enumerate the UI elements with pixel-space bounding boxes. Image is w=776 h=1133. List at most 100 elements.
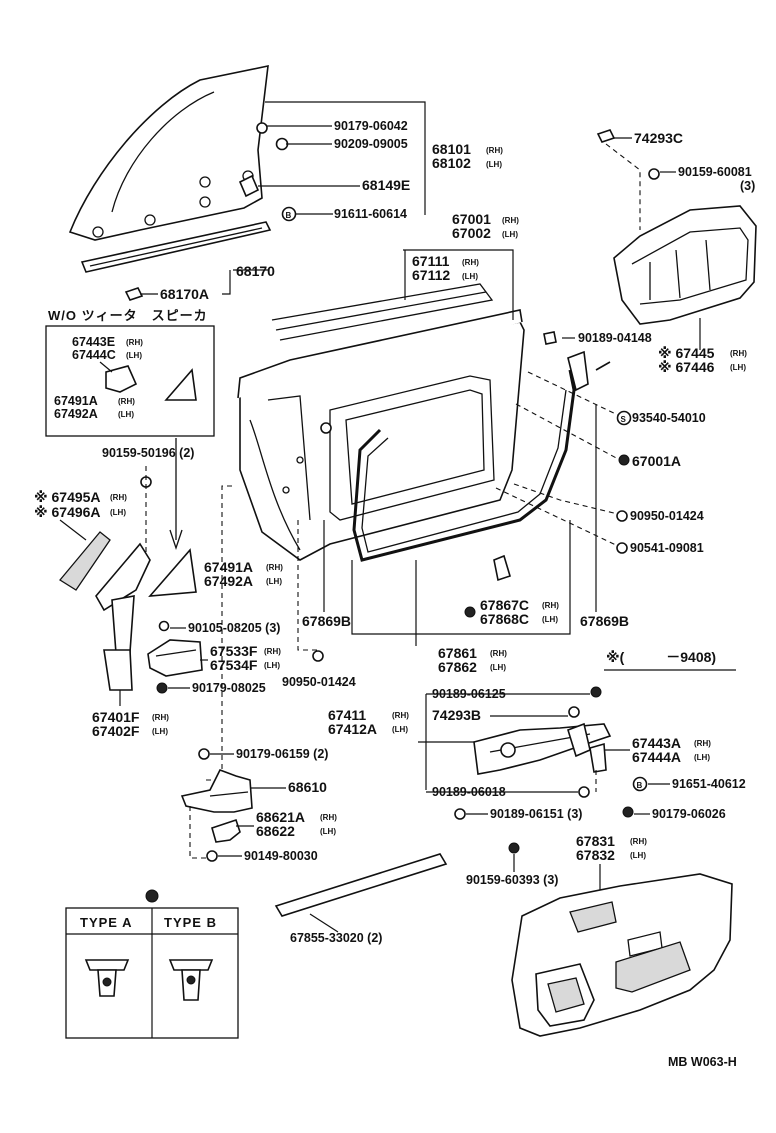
door-trim-illustration (511, 873, 733, 1037)
label-67496A: ※ 67496A (34, 504, 101, 520)
label-67001A: 67001A (632, 453, 681, 469)
label-67867C: 67867C (480, 597, 529, 613)
wo-tweeter-box (45, 325, 215, 437)
label-wo-tweeter: W/O ツィータ スピーカ (48, 308, 208, 323)
label-67867C-side: (RH) (542, 601, 559, 610)
label-68102-side: (LH) (486, 160, 502, 169)
label-68610: 68610 (288, 779, 327, 795)
label-67444C: 67444C (72, 348, 116, 362)
label-90950-01424a: 90950-01424 (630, 509, 704, 523)
label-74293B: 74293B (432, 707, 481, 723)
label-90950-01424b: 90950-01424 (282, 675, 356, 689)
label-67445: ※ 67445 (658, 345, 715, 361)
label-67868C-side: (LH) (542, 615, 558, 624)
bracket-67001 (403, 249, 514, 320)
label-67446-side: (LH) (730, 363, 746, 372)
label-90179-06159: 90179-06159 (2) (236, 747, 328, 761)
label-67534F: 67534F (210, 657, 258, 673)
label-67491A-side: (RH) (266, 563, 283, 572)
label-67443E: 67443E (72, 335, 115, 349)
stopper-67867C-illustration (464, 554, 511, 618)
label-67002: 67002 (452, 225, 491, 241)
leader-74293C-dash (605, 143, 641, 230)
hinge-68610-illustration (180, 768, 253, 813)
label-90159-60393: 90159-60393 (3) (466, 873, 558, 887)
label-67492A-box: 67492A (54, 407, 98, 421)
label-93540-54010: 93540-54010 (632, 411, 706, 425)
clip-type-marker (145, 889, 159, 903)
channel-strip-illustration (80, 221, 272, 301)
leader-90541-09081 (495, 487, 619, 547)
label-67443A-side: (RH) (694, 739, 711, 748)
label-90159-60081-qty: (3) (740, 179, 755, 193)
label-90159-50196: 90159-50196 (2) (102, 446, 194, 460)
window-regulator-illustration: B (473, 686, 648, 818)
hinge-68621A-illustration (211, 818, 241, 843)
bracket-68101 (265, 101, 426, 215)
label-68170A: 68170A (160, 286, 209, 302)
label-67444C-side: (LH) (126, 351, 142, 360)
label-91651-40612: 91651-40612 (672, 777, 746, 791)
right-fasteners-illustration: S (543, 331, 632, 554)
label-67444A: 67444A (632, 749, 681, 765)
label-68621A-side: (RH) (320, 813, 337, 822)
label-67869B-right: 67869B (580, 613, 629, 629)
label-67411: 67411 (328, 707, 366, 723)
label-67111-side: (RH) (462, 258, 479, 267)
label-68101-side: (RH) (486, 146, 503, 155)
svg-text:B: B (286, 211, 292, 220)
label-67862: 67862 (438, 659, 477, 675)
label-68622-side: (LH) (320, 827, 336, 836)
label-68102: 68102 (432, 155, 471, 171)
bolt-90149-80030-illustration (206, 850, 218, 862)
label-67402F: 67402F (92, 723, 140, 739)
leader-hinge-dash (204, 485, 232, 781)
label-67496A-side: (LH) (110, 508, 126, 517)
clip-type-b-illustration (168, 959, 214, 1001)
label-67862-side: (LH) (490, 663, 506, 672)
label-67831: 67831 (576, 833, 615, 849)
frame-weatherstrip-illustration (271, 283, 494, 341)
label-90149-80030: 90149-80030 (244, 849, 318, 863)
hinge-dash (189, 806, 206, 859)
label-67491A-box: 67491A (54, 394, 98, 408)
door-shell-illustration (237, 309, 525, 561)
label-67869B-left: 67869B (302, 613, 351, 629)
label-drawing-code: MB W063-H (668, 1055, 737, 1069)
leader-67001A (515, 403, 621, 461)
leader-93540-54010 (527, 371, 621, 417)
label-90541-09081: 90541-09081 (630, 541, 704, 555)
clip-type-table-grid (66, 908, 238, 1038)
mirror-cover-illustration (59, 531, 197, 691)
label-67002-side: (LH) (502, 230, 518, 239)
label-67402F-side: (LH) (152, 727, 168, 736)
label-67445-side: (RH) (730, 349, 747, 358)
label-90189-06018: 90189-06018 (432, 785, 506, 799)
label-67401F: 67401F (92, 709, 140, 725)
label-67001: 67001 (452, 211, 491, 227)
screw-90189-06151-illustration (454, 808, 466, 820)
svg-text:B: B (637, 781, 643, 790)
label-67001-side: (RH) (502, 216, 519, 225)
bracket-68170 (222, 270, 231, 295)
door-glass-illustration (68, 64, 269, 241)
label-67495A-side: (RH) (110, 493, 127, 502)
label-67832-side: (LH) (630, 851, 646, 860)
arrow-indicator (169, 438, 183, 551)
label-68170: 68170 (236, 263, 275, 279)
label-67492A-box-side: (LH) (118, 410, 134, 419)
label-67111: 67111 (412, 253, 450, 269)
leader-67495A (59, 519, 87, 541)
label-68149E: 68149E (362, 177, 410, 193)
label-74293C: 74293C (634, 130, 683, 146)
label-clip-type-b: TYPE B (164, 915, 217, 930)
tweeter-bracket-illustration (105, 365, 197, 401)
belt-moulding-illustration (274, 853, 448, 917)
clip-type-a-illustration (84, 959, 130, 997)
label-clip-type-a: TYPE A (80, 915, 132, 930)
label-67831-side: (RH) (630, 837, 647, 846)
label-67444A-side: (LH) (694, 753, 710, 762)
door-weatherstrip-illustration (352, 369, 576, 562)
speaker-box-illustration (596, 129, 757, 325)
